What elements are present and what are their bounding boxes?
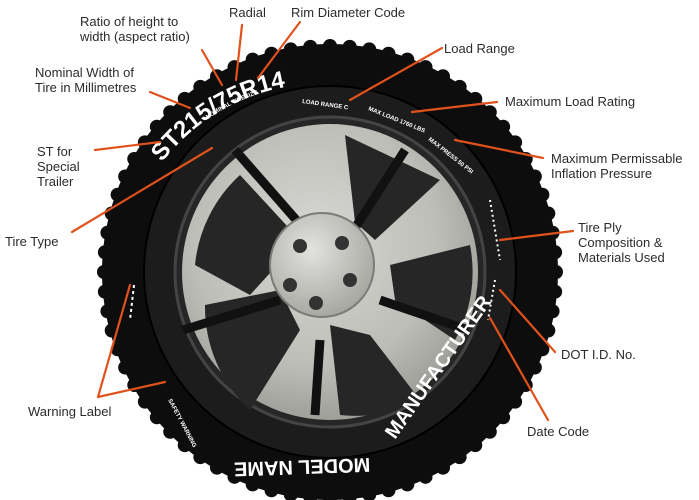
tread-block [549,265,563,279]
tread-block [482,105,497,120]
tread-block [193,79,208,94]
tread-block [452,450,467,465]
leader-dot [498,288,557,354]
tread-block [548,284,563,299]
tread-block [118,169,133,184]
tread-block [163,424,178,439]
leader-nominal-width [148,90,192,110]
tread-block [468,438,483,453]
tread-block [496,119,511,134]
label-nominal-width: Nominal Width of Tire in Millimetres [35,65,137,95]
tread-block [436,69,450,84]
tread-block [163,105,178,120]
tread-block [496,410,511,425]
tread-block [245,477,260,492]
tread-block [110,187,125,202]
tread-block [545,304,560,319]
tread-block [381,483,396,498]
label-load-range: Load Range [444,41,515,56]
tread-block [177,91,192,106]
tread-block [97,284,112,299]
tread-block [210,460,224,475]
tread-block [303,39,318,54]
label-dot: DOT I.D. No. [561,347,636,362]
leader-ply [498,229,575,242]
leader-date-code [488,316,550,422]
tread-block [362,42,377,57]
leader-aspect-ratio [200,48,224,87]
tread-block [527,360,542,375]
tread-block [100,304,115,319]
label-warning: Warning Label [28,404,112,419]
tread-block [508,394,523,409]
leader-load-range [348,46,444,102]
tread-block [323,491,337,500]
tread-block [452,79,467,94]
leader-lines [70,20,575,422]
tread-block [110,342,125,357]
tread-block [468,91,483,106]
tread-block [323,39,337,53]
leader-warning-1 [96,283,132,399]
label-radial: Radial [229,5,266,20]
label-max-load: Maximum Load Rating [505,94,636,109]
tread-block [362,487,377,500]
tread-block [227,60,242,75]
tread-block [118,360,133,375]
tread-block [541,206,556,221]
tread-block [245,52,260,67]
tread-block [527,169,542,184]
tread-block [137,394,152,409]
tread-block [381,46,396,61]
tread-block [400,52,415,67]
tread-block [482,424,497,439]
tread-block [283,42,298,57]
label-max-pressure: Maximum Permissable Inflation Pressure [551,151,683,181]
tread-block [127,152,142,166]
tread-block [342,490,357,500]
tread-block [100,225,115,240]
tread-block [137,135,152,150]
leader-rim-diameter [256,20,302,80]
label-ply: Tire Ply Composition & Materials Used [578,220,665,265]
tread-block [283,487,298,500]
label-date-code: Date Code [527,424,590,439]
leader-warning-2 [96,380,167,399]
tread-block [149,410,164,425]
tread-block [193,450,208,465]
tread-block [418,60,433,75]
model-name-mark: MODEL NAME [234,453,371,480]
tread-block [535,342,550,357]
tread-block [227,469,242,484]
tread-block [303,490,318,500]
tread-block [264,46,279,61]
tread-block [436,460,450,475]
tread [97,39,563,500]
tread-block [149,119,164,134]
tread-block [418,469,433,484]
tread-block [342,39,357,54]
tread-block [508,135,523,150]
label-rim-diameter: Rim Diameter Code [291,5,406,20]
tread-block [548,245,563,260]
label-tire-type: Tire Type [5,234,59,249]
tread-block [177,438,192,453]
label-special-trailer: ST for Special Trailer [37,144,80,189]
label-aspect-ratio: Ratio of height to width (aspect ratio) [80,14,190,44]
wheel-rim [173,115,487,429]
leader-tire-type [70,146,214,234]
leader-max-pressure [453,138,545,160]
leader-max-load [410,100,499,114]
tread-block [541,323,556,338]
leader-special-trailer [93,140,162,152]
leader-radial [234,23,244,82]
tread-block [97,245,112,260]
tread-block [264,483,279,498]
tread-block [97,265,111,279]
tread-block [400,477,415,492]
tread-block [535,187,550,202]
